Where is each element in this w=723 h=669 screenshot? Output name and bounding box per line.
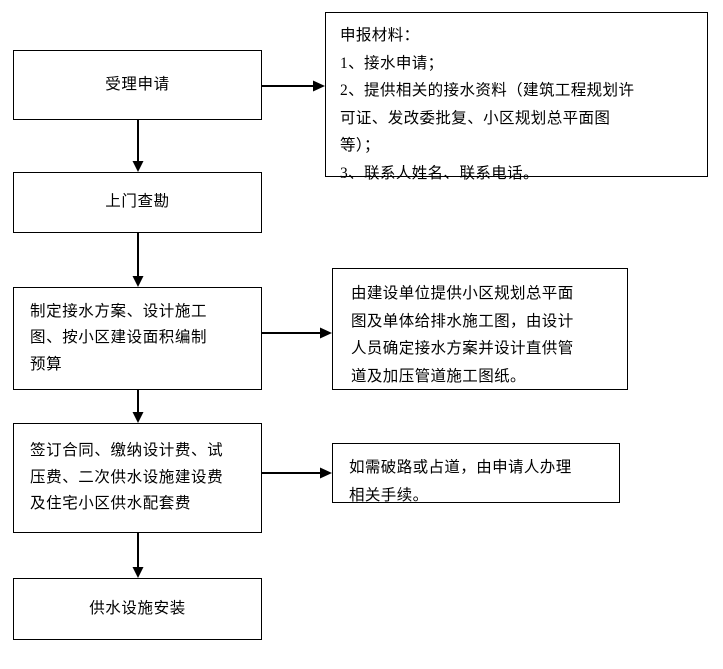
- flow-node-label: 签订合同、缴纳设计费、试 压费、二次供水设施建设费 及住宅小区供水配套费: [30, 442, 224, 513]
- flow-node-label: 供水设施安装: [89, 599, 186, 617]
- connector-arrow-down: [128, 110, 149, 182]
- connector-arrow-right: [252, 463, 342, 484]
- flow-node-sign-contract-fees[interactable]: 签订合同、缴纳设计费、试 压费、二次供水设施建设费 及住宅小区供水配套费: [13, 423, 262, 533]
- flow-node-label: 制定接水方案、设计施工 图、按小区建设面积编制 预算: [30, 302, 208, 373]
- note-box-text: 申报材料： 1、接水申请； 2、提供相关的接水资料（建筑工程规划许 可证、发改委…: [340, 27, 635, 182]
- connector-arrow-down: [128, 523, 149, 588]
- connector-arrow-down: [128, 380, 149, 433]
- note-box-application-materials[interactable]: 申报材料： 1、接水申请； 2、提供相关的接水资料（建筑工程规划许 可证、发改委…: [325, 12, 708, 182]
- connector-arrow-down: [128, 223, 149, 297]
- connector-arrow-right: [252, 323, 342, 344]
- note-box-road-permit[interactable]: 如需破路或占道，由申请人办理 相关手续。: [332, 443, 620, 504]
- flow-node-label: 上门查勘: [105, 193, 170, 211]
- note-box-text: 由建设单位提供小区规划总平面 图及单体给排水施工图，由设计 人员确定接水方案并设…: [351, 285, 574, 385]
- flow-node-install-facilities[interactable]: 供水设施安装: [13, 578, 262, 640]
- note-box-design-requirements[interactable]: 由建设单位提供小区规划总平面 图及单体给排水施工图，由设计 人员确定接水方案并设…: [332, 268, 628, 390]
- flow-node-site-survey[interactable]: 上门查勘: [13, 172, 262, 233]
- flow-node-accept-application[interactable]: 受理申请: [13, 50, 262, 120]
- connector-arrow-right: [252, 76, 335, 97]
- note-box-text: 如需破路或占道，由申请人办理 相关手续。: [349, 459, 572, 504]
- flow-node-design-plan[interactable]: 制定接水方案、设计施工 图、按小区建设面积编制 预算: [13, 287, 262, 390]
- flow-node-label: 受理申请: [105, 75, 170, 93]
